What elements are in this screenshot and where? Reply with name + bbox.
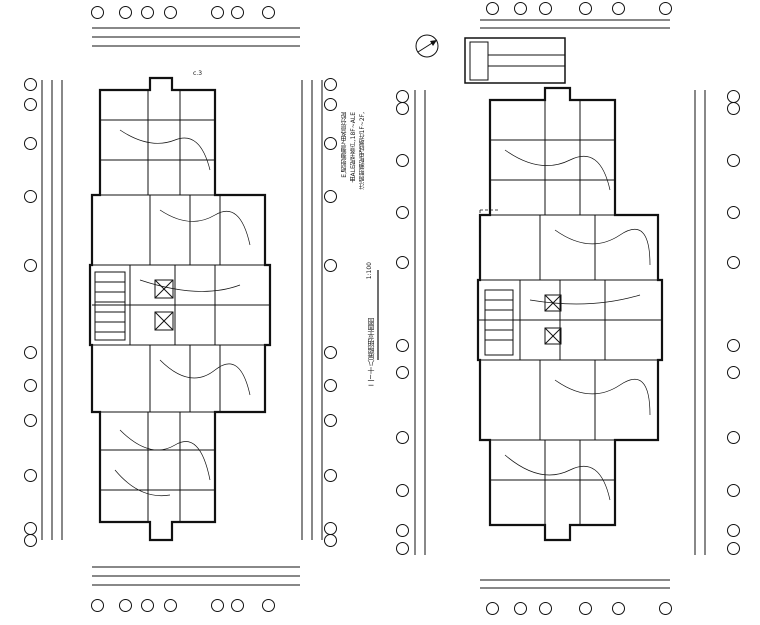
axis-side-right-l-6: [396, 366, 409, 379]
north-arrow-icon: [415, 34, 439, 58]
axis-side-mid-8: [324, 469, 337, 482]
axis-side-right-r-4: [727, 256, 740, 269]
axis-side-right-r-2: [727, 154, 740, 167]
axis-top-left-6: [262, 6, 275, 19]
axis-side-right-l-7: [396, 431, 409, 444]
axis-side-left-3: [24, 190, 37, 203]
axis-bottom-left-2: [141, 599, 154, 612]
axis-side-left-0: [24, 78, 37, 91]
axis-side-left-10: [24, 534, 37, 547]
plan-note-3: E,照明箱箱号由各层分配: [341, 112, 348, 178]
axis-side-right-r-3: [727, 206, 740, 219]
axis-side-mid-7: [324, 414, 337, 427]
axis-side-mid-3: [324, 190, 337, 203]
plan-note-2: 由ALE配至各户,18F~ALE: [350, 112, 357, 183]
axis-bottom-left-0: [91, 599, 104, 612]
axis-side-left-2: [24, 137, 37, 150]
axis-side-right-r-7: [727, 431, 740, 444]
axis-side-right-r-10: [727, 542, 740, 555]
axis-side-right-l-2: [396, 154, 409, 167]
axis-bottom-left-4: [211, 599, 224, 612]
axis-top-right-1: [514, 2, 527, 15]
axis-side-right-l-3: [396, 206, 409, 219]
axis-top-left-3: [164, 6, 177, 19]
axis-bottom-right-2: [539, 602, 552, 615]
axis-bottom-right-1: [514, 602, 527, 615]
axis-bottom-right-5: [659, 602, 672, 615]
axis-side-right-l-8: [396, 484, 409, 497]
scale-note: 1:100: [366, 262, 373, 280]
axis-side-right-l-9: [396, 524, 409, 537]
axis-bottom-right-3: [579, 602, 592, 615]
axis-bottom-left-1: [119, 599, 132, 612]
axis-top-left-1: [119, 6, 132, 19]
axis-side-mid-5: [324, 346, 337, 359]
axis-top-left-4: [211, 6, 224, 19]
axis-side-left-4: [24, 259, 37, 272]
axis-side-right-r-1: [727, 102, 740, 115]
axis-top-left-0: [91, 6, 104, 19]
axis-side-mid-4: [324, 259, 337, 272]
axis-bottom-right-0: [486, 602, 499, 615]
axis-top-left-2: [141, 6, 154, 19]
axis-side-mid-0: [324, 78, 337, 91]
axis-side-mid-1: [324, 98, 337, 111]
plan-label: c.3: [193, 70, 203, 77]
axis-side-right-l-1: [396, 102, 409, 115]
axis-bottom-left-3: [164, 599, 177, 612]
axis-bottom-left-5: [231, 599, 244, 612]
axis-top-right-3: [579, 2, 592, 15]
axis-top-right-5: [659, 2, 672, 15]
axis-side-left-8: [24, 469, 37, 482]
axis-top-left-5: [231, 6, 244, 19]
axis-side-right-l-5: [396, 339, 409, 352]
axis-side-mid-6: [324, 379, 337, 392]
axis-top-right-4: [612, 2, 625, 15]
axis-top-right-2: [539, 2, 552, 15]
axis-side-right-l-10: [396, 542, 409, 555]
axis-side-right-r-8: [727, 484, 740, 497]
axis-side-right-r-5: [727, 339, 740, 352]
left-floor-plan: [41, 27, 323, 586]
plan-note-1: 注:照明箱配电线路在1F~2F,: [359, 112, 366, 190]
axis-side-left-7: [24, 414, 37, 427]
axis-side-left-6: [24, 379, 37, 392]
axis-bottom-left-6: [262, 599, 275, 612]
axis-side-mid-10: [324, 534, 337, 547]
axis-side-right-r-6: [727, 366, 740, 379]
axis-bottom-right-4: [612, 602, 625, 615]
axis-side-left-1: [24, 98, 37, 111]
axis-side-right-r-9: [727, 524, 740, 537]
plan-title: 二~十八层照明平面图: [367, 318, 375, 387]
axis-top-right-0: [486, 2, 499, 15]
axis-side-left-5: [24, 346, 37, 359]
axis-side-mid-2: [324, 137, 337, 150]
axis-side-right-l-4: [396, 256, 409, 269]
right-floor-plan: [414, 19, 706, 589]
